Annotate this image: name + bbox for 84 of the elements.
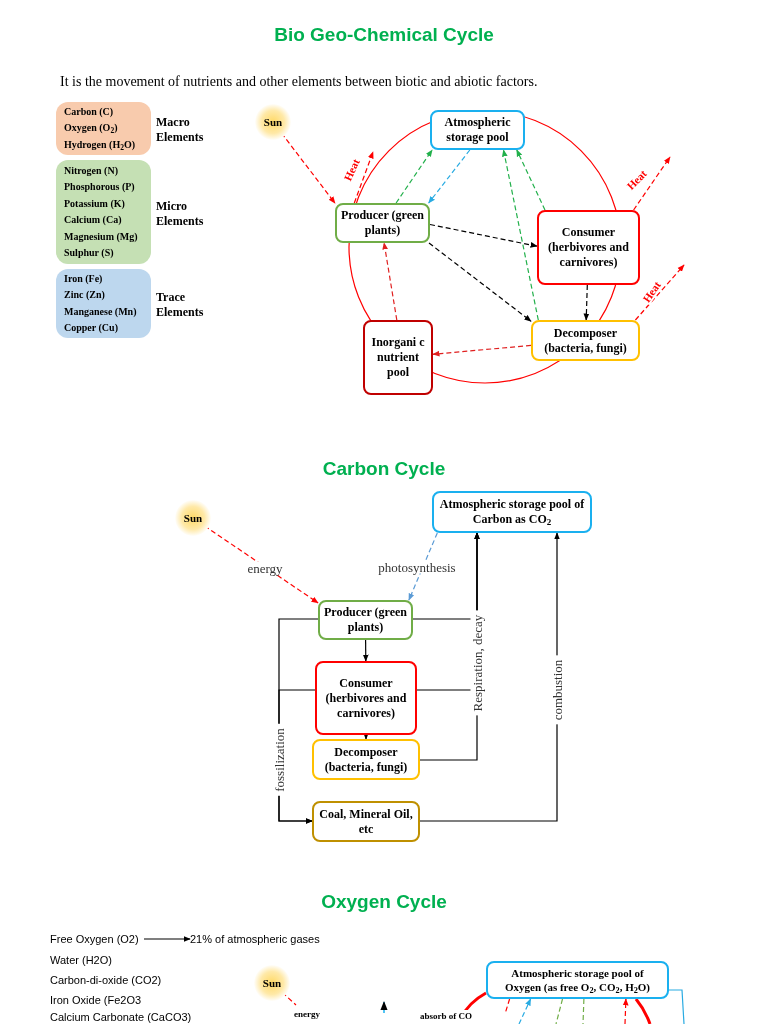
arrow bbox=[634, 264, 685, 321]
box-label: Producer (green plants) bbox=[341, 208, 424, 238]
sun-node bbox=[254, 965, 290, 1001]
arrow bbox=[428, 149, 471, 204]
arrow bbox=[363, 732, 369, 740]
edge-label: combustion bbox=[550, 655, 564, 725]
arrow bbox=[429, 223, 538, 248]
sun-node bbox=[255, 104, 291, 140]
process-box bbox=[363, 320, 433, 395]
element-name: Hydrogen (H$_{2}$O) bbox=[64, 137, 137, 154]
element-name: Oxygen (O$_{2}$) bbox=[64, 121, 119, 137]
sun-label: Sun bbox=[262, 975, 282, 991]
arrow bbox=[408, 532, 438, 601]
arrow bbox=[518, 998, 532, 1024]
group-caption: Trace Elements bbox=[156, 290, 205, 320]
arrow bbox=[633, 156, 671, 211]
box-label: Consumer (herbivores and carnivores) bbox=[547, 225, 630, 270]
element-name: Nitrogen (N) bbox=[64, 163, 119, 178]
element-name: Iron (Fe) bbox=[64, 271, 104, 286]
arrow bbox=[516, 149, 546, 211]
process-box bbox=[335, 203, 430, 243]
arrow bbox=[432, 344, 532, 357]
connector-line bbox=[582, 998, 585, 1024]
process-box bbox=[312, 739, 420, 780]
element-name: Potassium (K) bbox=[64, 196, 126, 211]
connector-line bbox=[668, 989, 685, 1024]
list-item: Free Oxygen (O2) bbox=[50, 931, 144, 947]
connector-line bbox=[555, 998, 564, 1024]
edge-label: Heat bbox=[341, 156, 363, 184]
box-label: Atmospheric storage pool of Carbon as CO$_{2}$ bbox=[438, 497, 586, 527]
element-name: Phosphorous (P) bbox=[64, 180, 136, 194]
arrow bbox=[395, 149, 433, 204]
box-label: Atmospheric storage pool of Oxygen (as free O$_{2}$, CO$_{2}$, H$_{2}$O) bbox=[503, 966, 652, 994]
list-item: Calcium Carbonate (CaCO3) bbox=[50, 1010, 192, 1024]
box-label: Atmospheric storage pool bbox=[443, 115, 512, 145]
process-box bbox=[432, 491, 592, 533]
element-group-box bbox=[56, 102, 151, 155]
box-label: Producer (green plants) bbox=[324, 605, 407, 635]
element-name: Manganese (Mn) bbox=[64, 304, 138, 319]
diagram-title: Bio Geo-Chemical Cycle bbox=[273, 23, 495, 47]
box-label: Consumer (herbivores and carnivores) bbox=[324, 675, 408, 721]
element-name: Carbon (C) bbox=[64, 104, 115, 119]
arrow bbox=[502, 149, 539, 321]
element-name: Copper (Cu) bbox=[64, 321, 119, 335]
box-label: Decomposer (bacteria, fungi) bbox=[543, 325, 628, 356]
list-item: Carbon-di-oxide (CO2) bbox=[50, 973, 162, 988]
element-name: Calcium (Ca) bbox=[64, 213, 123, 227]
element-name: Zinc (Zn) bbox=[64, 288, 106, 302]
element-group-box bbox=[56, 160, 151, 264]
section-heading: Oxygen Cycle bbox=[320, 890, 448, 914]
arrow bbox=[428, 242, 532, 322]
group-caption: Micro Elements bbox=[156, 199, 205, 229]
list-item: 21% of atmospheric gases bbox=[190, 931, 330, 947]
arrow bbox=[362, 639, 369, 662]
arrow bbox=[583, 284, 590, 321]
box-label: Coal, Mineral Oil, etc bbox=[318, 806, 414, 837]
process-box bbox=[531, 320, 640, 361]
list-item: Water (H2O) bbox=[50, 953, 112, 968]
arrow bbox=[622, 998, 629, 1024]
process-box bbox=[318, 600, 413, 640]
arrow bbox=[353, 151, 374, 204]
process-box bbox=[312, 801, 420, 842]
edge-label: fossilization bbox=[272, 724, 286, 796]
annotation-text: absorb of CO bbox=[420, 1010, 472, 1024]
arrow bbox=[143, 936, 191, 942]
element-name: Sulphur (S) bbox=[64, 246, 115, 260]
arrow bbox=[382, 242, 398, 321]
process-box bbox=[315, 661, 417, 735]
process-box bbox=[430, 110, 525, 150]
process-box bbox=[537, 210, 640, 285]
box-label: Inorgani c nutrient pool bbox=[370, 335, 426, 380]
process-box bbox=[486, 961, 669, 999]
sun-label: Sun bbox=[263, 114, 283, 130]
element-group-box bbox=[56, 269, 151, 338]
element-name: Magnesium (Mg) bbox=[64, 229, 139, 244]
sun-label: Sun bbox=[183, 510, 203, 526]
edge-label: energy bbox=[294, 1009, 320, 1019]
section-heading: Carbon Cycle bbox=[321, 457, 447, 481]
group-caption: Macro Elements bbox=[156, 115, 205, 145]
sun-node bbox=[175, 500, 211, 536]
edge-label: Respiration, decay bbox=[470, 610, 484, 716]
list-item: Iron Oxide (Fe2O3 bbox=[50, 993, 142, 1008]
box-label: Decomposer (bacteria, fungi) bbox=[323, 744, 409, 775]
intro-sentence: It is the movement of nutrients and other elements between biotic and abiotic factors. bbox=[60, 73, 538, 91]
